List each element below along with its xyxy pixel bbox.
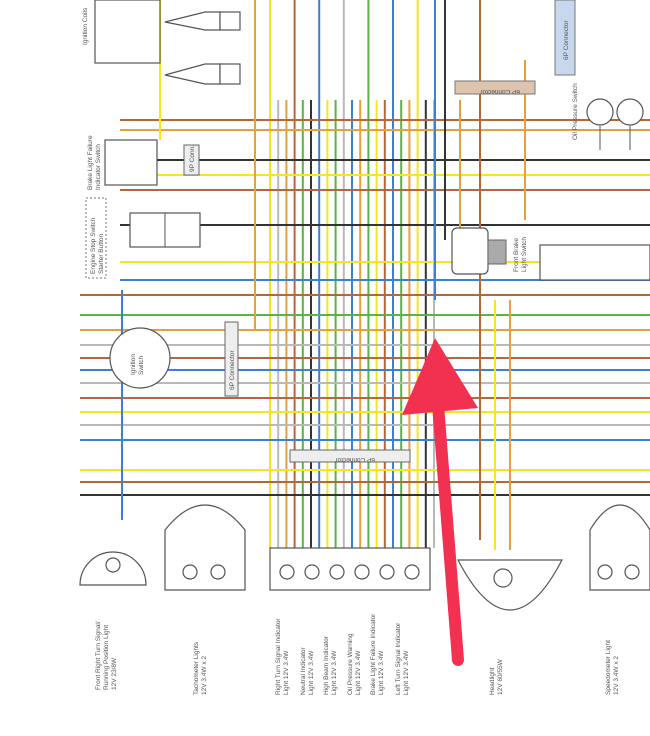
- indicator-bulb: [329, 564, 345, 580]
- svg-text:Oil Pressure Switch: Oil Pressure Switch: [572, 83, 579, 140]
- component-label: Right Turn Signal Indicator: [275, 618, 282, 695]
- component-label: 12V 3.4W x 2: [201, 656, 208, 695]
- svg-text:Ignition: Ignition: [130, 354, 137, 375]
- svg-text:Front Brake: Front Brake: [513, 238, 520, 272]
- component-label: Left Turn Signal Indicator: [395, 622, 402, 695]
- component-label: Light 12V 3.4W: [403, 650, 410, 695]
- component-label: Speedometer Light: [605, 640, 612, 695]
- 6p-connector-left: 6P Connector: [224, 321, 239, 397]
- component-label: High Beam Indicator: [323, 635, 330, 695]
- component-label: Brake Light Failure Indicator: [370, 613, 377, 695]
- indicator-bulb: [379, 564, 395, 580]
- 6p-connector-top-right: 6P Connector: [554, 0, 576, 76]
- component-label: 12V 3.4W x 2: [613, 656, 620, 695]
- engine-stop-switch: Engine Stop Switch Starter Button: [85, 197, 201, 279]
- component-label: 12V 60/55W: [497, 658, 504, 695]
- red-arrow-pointer: [402, 338, 478, 666]
- oil-pressure-switch: Oil Pressure Switch: [572, 83, 644, 140]
- component-label: Neutral Indicator: [300, 646, 307, 695]
- component-label: Light 12V 3.4W: [283, 650, 290, 695]
- front-right-turn-signal: [79, 551, 147, 586]
- component-label: Light 12V 3.4W: [331, 650, 338, 695]
- svg-text:Switch: Switch: [138, 355, 145, 375]
- svg-text:Engine Stop Switch: Engine Stop Switch: [90, 217, 97, 274]
- component-label: Light 12V 3.4W: [308, 650, 315, 695]
- indicator-bulb: [279, 564, 295, 580]
- component-label: 12V 23/8W: [111, 657, 118, 690]
- bottom-labels: Front Right Turn Signal/Running Position…: [95, 613, 620, 695]
- component-label: Front Right Turn Signal/: [95, 621, 102, 690]
- front-brake-light-switch: Front Brake Light Switch: [451, 227, 650, 281]
- svg-text:Indicator Switch: Indicator Switch: [95, 144, 102, 190]
- component-label: Tachometer Lights: [193, 641, 200, 695]
- component-label: Oil Pressure Warning: [347, 633, 354, 695]
- indicator-bulb: [404, 564, 420, 580]
- svg-text:Starter Button: Starter Button: [98, 234, 105, 274]
- component-label: Light 12V 3.4W: [378, 650, 385, 695]
- ignition-switch: Ignition Switch: [109, 327, 171, 389]
- speedometer-lights: [589, 504, 650, 591]
- svg-text:Ignition Coils: Ignition Coils: [82, 7, 89, 45]
- svg-text:6P Connector: 6P Connector: [335, 456, 375, 463]
- svg-text:Light Switch: Light Switch: [521, 237, 528, 272]
- wires: [80, 0, 650, 550]
- svg-text:9P Conn.: 9P Conn.: [189, 145, 196, 172]
- tachometer-lights: [164, 504, 246, 591]
- svg-text:6P Connector: 6P Connector: [563, 20, 570, 60]
- ignition-coils: Ignition Coils: [82, 0, 161, 64]
- svg-text:6P Connector: 6P Connector: [480, 88, 520, 95]
- spark-plugs: [164, 11, 241, 85]
- brake-light-failure-indicator-switch: Brake Light Failure Indicator Switch: [87, 135, 158, 190]
- component-label: Running Position Light: [103, 625, 110, 690]
- component-label: Light 12V 3.4W: [355, 650, 362, 695]
- 6p-connector-top: 6P Connector: [454, 80, 536, 95]
- 6p-connector-center: 6P Connector: [289, 449, 411, 463]
- svg-text:Brake Light Failure: Brake Light Failure: [87, 135, 94, 190]
- headlight: [457, 559, 563, 611]
- indicator-bulb: [354, 564, 370, 580]
- 9p-connector-small: 9P Conn.: [183, 144, 200, 176]
- indicator-lights: [269, 547, 431, 591]
- component-label: Headlight: [489, 667, 496, 695]
- svg-text:6P Connector: 6P Connector: [229, 350, 236, 390]
- indicator-bulb: [304, 564, 320, 580]
